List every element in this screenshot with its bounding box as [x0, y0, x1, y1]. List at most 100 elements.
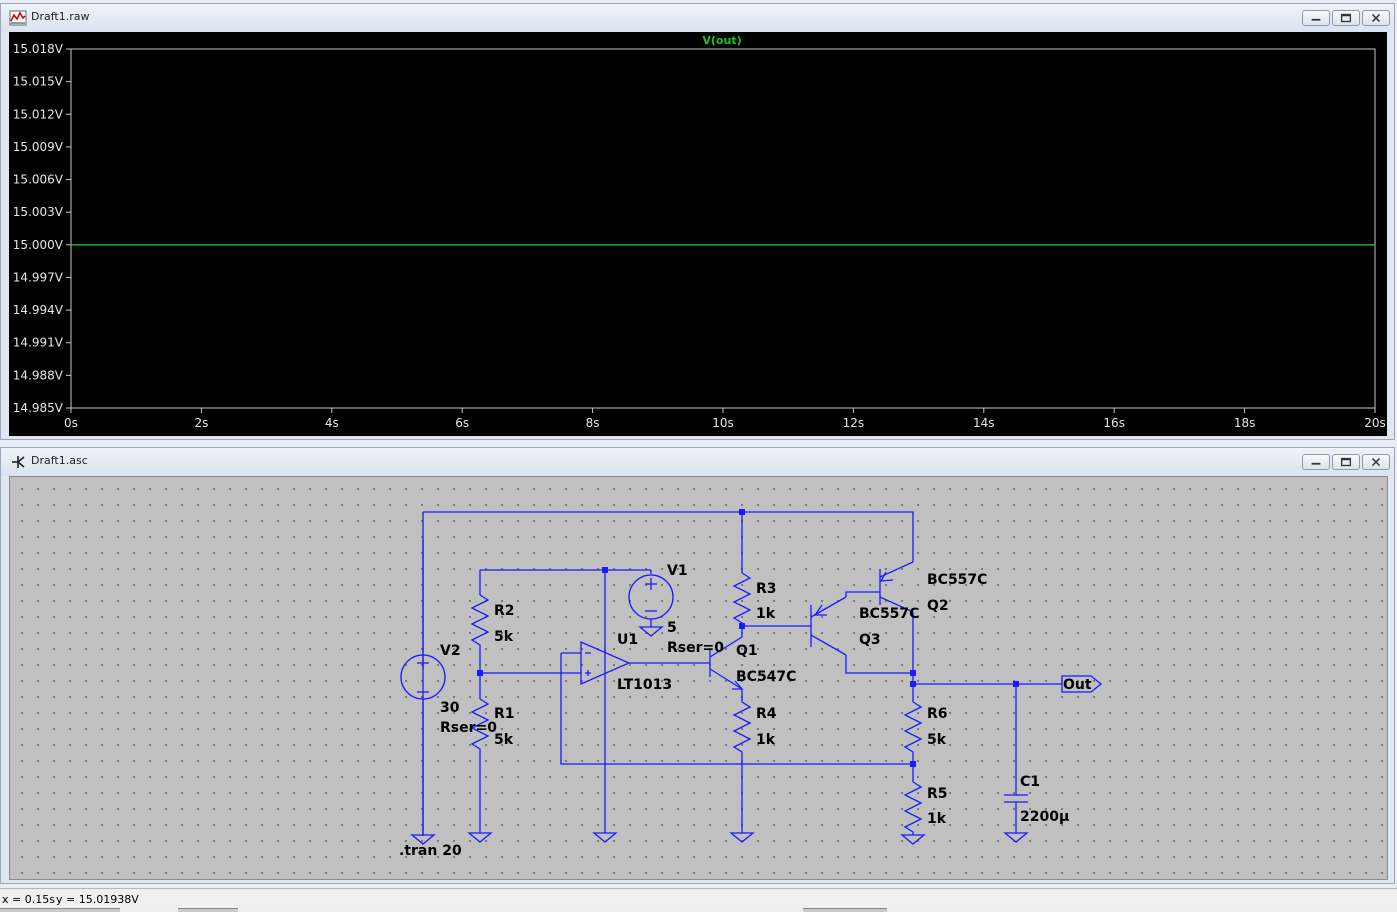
close-icon	[1371, 13, 1381, 23]
label-c1[interactable]: C1	[1020, 774, 1040, 790]
x-tick-label: 4s	[325, 416, 339, 430]
waveform-chart[interactable]: V(out) 15.018V15.015V15.012V15.009V15.00…	[9, 32, 1387, 436]
y-tick-label: 14.991V	[13, 336, 64, 350]
out-port[interactable]	[1061, 675, 1103, 693]
label-q1-model[interactable]: BC547C	[736, 669, 796, 685]
label-q2-model[interactable]: BC557C	[927, 572, 987, 588]
ground-r5	[900, 834, 926, 845]
y-tick-label: 14.985V	[13, 401, 64, 415]
label-q1[interactable]: Q1	[736, 643, 758, 659]
x-tick-label: 10s	[712, 416, 734, 430]
resistor-r3[interactable]	[732, 572, 752, 628]
y-tick-label: 15.006V	[13, 173, 64, 187]
close-icon	[1371, 457, 1381, 467]
schematic-minimize-button[interactable]	[1302, 454, 1330, 470]
x-tick-label: 18s	[1234, 416, 1256, 430]
label-q3[interactable]: Q3	[859, 632, 881, 648]
minimize-icon	[1311, 18, 1321, 21]
junction	[739, 509, 745, 515]
resistor-r6[interactable]	[903, 701, 923, 764]
waveform-icon	[9, 10, 27, 26]
label-u1[interactable]: U1	[617, 632, 638, 648]
label-v1[interactable]: V1	[667, 563, 688, 579]
minimize-button[interactable]	[1302, 10, 1330, 26]
status-x-readout: x = 0.15s	[2, 893, 55, 906]
status-bar-segment	[0, 908, 120, 912]
status-bar-segment	[178, 908, 238, 912]
junction	[739, 623, 745, 629]
y-tick-label: 15.012V	[13, 107, 64, 121]
label-r4-value[interactable]: 1k	[756, 732, 776, 748]
label-v2-rser[interactable]: Rser=0	[440, 720, 497, 736]
close-button[interactable]	[1362, 10, 1390, 26]
resistor-r4[interactable]	[732, 701, 752, 757]
y-tick-label: 14.997V	[13, 270, 64, 284]
status-y-readout: y = 15.01938V	[56, 893, 139, 906]
x-tick-label: 20s	[1364, 416, 1386, 430]
junction	[477, 670, 483, 676]
label-r6[interactable]: R6	[927, 706, 948, 722]
label-r5[interactable]: R5	[927, 786, 948, 802]
label-v2[interactable]: V2	[440, 643, 461, 659]
ground-v1	[638, 626, 664, 637]
ground-v2	[410, 834, 436, 845]
junction	[910, 670, 916, 676]
schematic-titlebar[interactable]: Draft1.asc	[1, 448, 1394, 476]
label-r5-value[interactable]: 1k	[927, 811, 947, 827]
plot-frame	[70, 48, 1376, 409]
label-r4[interactable]: R4	[756, 706, 777, 722]
junction	[910, 761, 916, 767]
label-v1-value[interactable]: 5	[667, 620, 677, 636]
status-bar-segment	[803, 908, 887, 912]
label-r2[interactable]: R2	[494, 603, 515, 619]
restore-icon	[1340, 457, 1352, 467]
schematic-window: Draft1.asc	[0, 447, 1395, 884]
label-r1[interactable]: R1	[494, 706, 515, 722]
trace-label[interactable]: V(out)	[702, 34, 741, 47]
junction	[602, 567, 608, 573]
label-v1-rser[interactable]: Rser=0	[667, 640, 724, 656]
label-r3[interactable]: R3	[756, 581, 777, 597]
resistor-r2[interactable]	[470, 594, 490, 652]
spice-directive[interactable]: .tran 20	[399, 843, 462, 859]
restore-icon	[1340, 13, 1352, 23]
x-tick-label: 8s	[586, 416, 600, 430]
label-out-port[interactable]: Out	[1063, 677, 1092, 693]
label-c1-value[interactable]: 2200µ	[1020, 809, 1069, 825]
x-tick-label: 0s	[64, 416, 78, 430]
opamp-u1[interactable]	[580, 641, 631, 685]
schematic-close-button[interactable]	[1362, 454, 1390, 470]
restore-button[interactable]	[1332, 10, 1360, 26]
label-r1-value[interactable]: 5k	[494, 732, 514, 748]
x-tick-label: 6s	[455, 416, 469, 430]
x-tick-label: 16s	[1103, 416, 1125, 430]
schematic-restore-button[interactable]	[1332, 454, 1360, 470]
schematic-window-title: Draft1.asc	[31, 454, 88, 467]
wire-top[interactable]	[423, 511, 914, 562]
y-tick-label: 14.994V	[13, 303, 64, 317]
label-q2[interactable]: Q2	[927, 598, 949, 614]
x-tick-label: 2s	[194, 416, 208, 430]
label-q3-model[interactable]: BC557C	[859, 606, 919, 622]
y-tick-label: 15.003V	[13, 205, 64, 219]
schematic-canvas[interactable]: V2 30 Rser=0 R2 5k R1 5k V1 5 Rser=0 U1 …	[9, 476, 1388, 880]
y-tick-label: 15.000V	[13, 238, 64, 252]
waveform-titlebar[interactable]: Draft1.raw	[1, 4, 1394, 32]
schematic-icon	[12, 456, 25, 468]
label-u1-model[interactable]: LT1013	[617, 677, 672, 693]
label-r6-value[interactable]: 5k	[927, 732, 947, 748]
x-tick-label: 14s	[973, 416, 995, 430]
y-tick-label: 15.018V	[13, 42, 64, 56]
resistor-r5[interactable]	[903, 781, 923, 835]
y-tick-label: 14.988V	[13, 368, 64, 382]
schematic-drawing[interactable]: V2 30 Rser=0 R2 5k R1 5k V1 5 Rser=0 U1 …	[10, 477, 1389, 881]
label-r2-value[interactable]: 5k	[494, 629, 514, 645]
ground-u1	[592, 832, 618, 843]
label-v2-value[interactable]: 30	[440, 700, 460, 716]
resistor-r1[interactable]	[470, 698, 490, 757]
label-r3-value[interactable]: 1k	[756, 606, 776, 622]
ground-r4	[729, 832, 755, 843]
junction	[1013, 681, 1019, 687]
minimize-icon	[1311, 462, 1321, 465]
